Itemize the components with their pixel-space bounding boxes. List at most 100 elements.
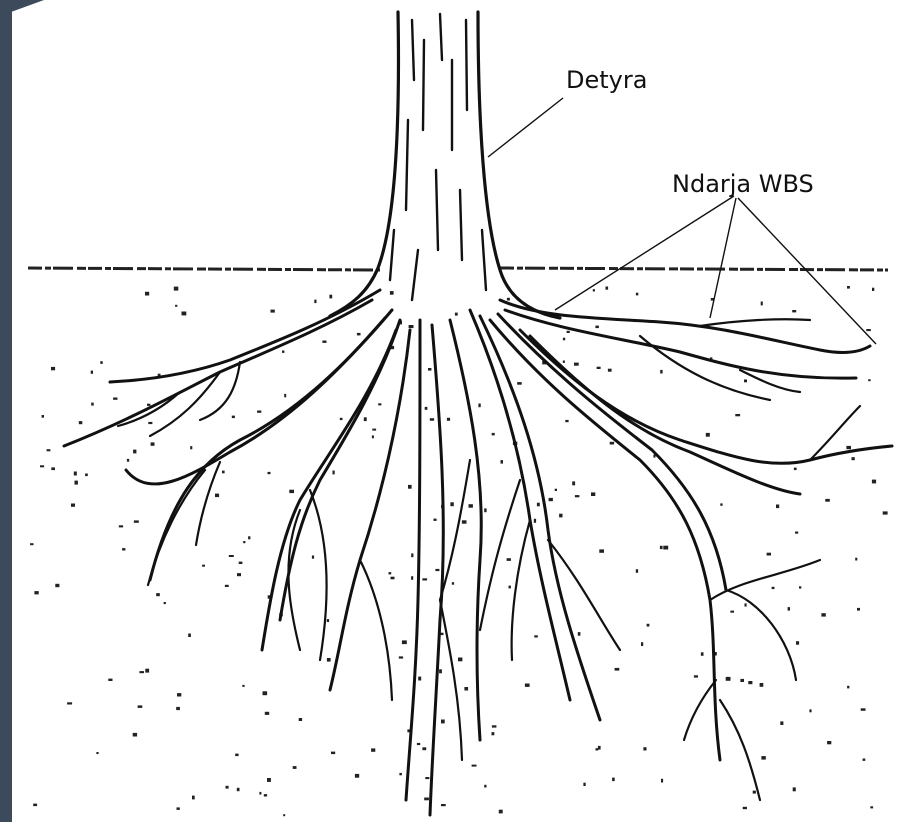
soil-dot (883, 511, 888, 514)
soil-dot (583, 783, 585, 786)
soil-dot (402, 640, 407, 644)
soil-dot (327, 619, 329, 622)
soil-dot (133, 450, 136, 454)
soil-dot (866, 329, 871, 331)
soil-dot (772, 587, 775, 589)
soil-dot (730, 611, 734, 613)
soil-dot (138, 705, 143, 708)
soil-dot (151, 442, 155, 445)
soil-dot (329, 295, 332, 299)
soil-dot (372, 435, 374, 438)
soil-dot (847, 686, 849, 689)
soil-dot (484, 785, 486, 788)
soil-dot (450, 502, 453, 506)
soil-dot (182, 312, 187, 316)
soil-dot (264, 794, 267, 796)
label-wbs: Ndarja WBS (672, 170, 814, 198)
soil-dot (534, 635, 538, 637)
soil-dot (222, 471, 225, 474)
soil-dot (378, 403, 381, 405)
soil-dot (847, 286, 850, 289)
soil-dot (761, 302, 763, 306)
soil-dot (51, 467, 55, 470)
soil-dot (462, 520, 467, 523)
soil-dot (863, 759, 866, 761)
soil-dot (868, 379, 870, 381)
soil-dot (293, 766, 297, 769)
soil-dot (776, 505, 779, 509)
soil-dot (748, 681, 752, 684)
soil-dot (91, 403, 94, 406)
soil-dot (549, 498, 553, 501)
soil-dot (237, 573, 241, 576)
soil-dot (780, 721, 783, 725)
soil-dot (872, 480, 876, 484)
soil-dot (478, 404, 480, 408)
soil-dot (701, 652, 704, 656)
soil-dot (55, 584, 59, 587)
soil-dot (399, 773, 402, 775)
soil-dot (794, 468, 797, 471)
soil-dot (215, 494, 219, 498)
ground-line (28, 268, 888, 270)
soil-dot (100, 361, 102, 364)
soil-dot (174, 287, 179, 291)
soil-dot (322, 341, 326, 343)
soil-dot (422, 578, 427, 580)
soil-dot (408, 485, 412, 489)
soil-dot (458, 658, 462, 662)
soil-dot (340, 418, 343, 420)
soil-dot (492, 433, 495, 436)
soil-dot (608, 369, 612, 372)
soil-dot (391, 577, 395, 580)
soil-dot (113, 398, 117, 400)
soil-dot (312, 556, 314, 559)
soil-dot (720, 503, 722, 505)
soil-dot (418, 677, 421, 681)
soil-dot (857, 608, 860, 611)
soil-dot (572, 481, 575, 485)
soil-dot (852, 457, 855, 460)
soil-dot (452, 582, 454, 585)
soil-dot (507, 298, 510, 301)
soil-dot (441, 804, 446, 806)
soil-dot (492, 725, 497, 727)
soil-dot (127, 459, 129, 462)
soil-dot (145, 669, 149, 673)
soil-dot (501, 460, 504, 464)
soil-dot (235, 754, 238, 757)
soil-dot (411, 576, 413, 580)
soil-dot (761, 756, 765, 760)
soil-dot (268, 472, 271, 474)
soil-dot (706, 433, 710, 437)
soil-dot (559, 514, 562, 518)
soil-dot (663, 546, 668, 550)
soil-dot (455, 313, 458, 316)
soil-dot (91, 371, 93, 374)
soil-dot (435, 569, 439, 571)
soil-dot (792, 310, 796, 312)
soil-dot (164, 602, 166, 604)
soil-dot (469, 504, 473, 508)
soil-dot (660, 546, 663, 549)
soil-dot (745, 603, 747, 606)
soil-dot (425, 777, 429, 779)
leader-wbs-2 (710, 198, 736, 318)
soil-dot (242, 685, 244, 687)
soil-dot (575, 495, 580, 497)
soil-dot (74, 472, 77, 476)
soil-dot (355, 774, 359, 778)
soil-dot (507, 558, 511, 561)
soil-dot (596, 748, 599, 750)
soil-dot (744, 380, 747, 383)
soil-dot (333, 471, 335, 475)
soil-dot (47, 449, 51, 451)
soil-dot (267, 778, 271, 782)
soil-dot (574, 363, 579, 366)
soil-dot (641, 642, 643, 646)
soil-dot (119, 525, 123, 527)
soil-dot (409, 325, 414, 328)
soil-dot (237, 788, 240, 791)
soil-dot (232, 416, 235, 419)
soil-dot (660, 370, 662, 374)
